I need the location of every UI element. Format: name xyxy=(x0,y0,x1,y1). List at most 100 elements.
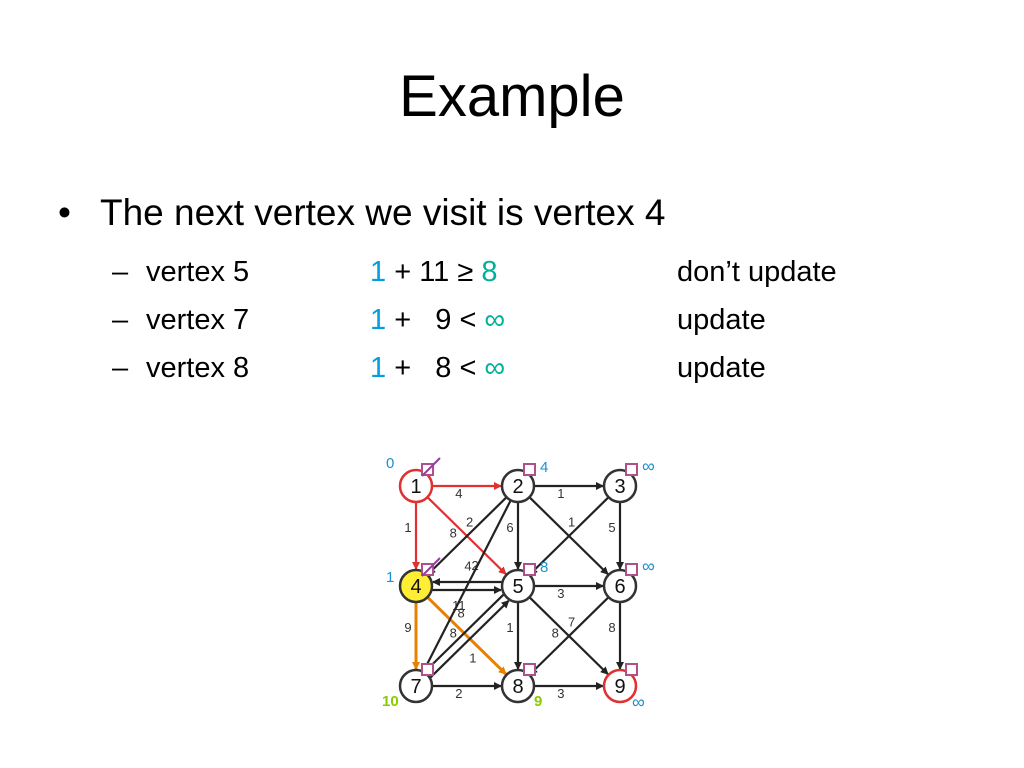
status-box xyxy=(421,663,434,676)
edge-weight-label: 8 xyxy=(450,526,457,541)
edge-6-9: 8 xyxy=(608,602,624,670)
distance-label: 0 xyxy=(386,455,394,472)
node-label: 5 xyxy=(512,576,523,598)
edge-2-3: 1 xyxy=(534,482,604,501)
row-dash: – xyxy=(112,304,129,336)
row-dash: – xyxy=(112,352,129,384)
visited-check-icon xyxy=(421,457,441,477)
distance-label: 4 xyxy=(540,459,548,476)
row-term-a: 1 xyxy=(370,304,387,336)
edge-3-6: 5 xyxy=(608,502,624,570)
node-label: 4 xyxy=(410,576,421,598)
edge-4-5: 11 xyxy=(432,586,502,613)
edge-weight-label: 8 xyxy=(450,626,457,641)
row-vertex-label: vertex 8 xyxy=(146,352,250,384)
row-expression: 1 + 9 < ∞ xyxy=(370,303,505,337)
row-term-b: ∞ xyxy=(484,352,506,384)
distance-label: 1 xyxy=(386,569,394,586)
row-vertex-8: – vertex 8 1 + 8 < ∞ update xyxy=(112,351,992,385)
edge-weight-label: 8 xyxy=(458,606,465,621)
edge-weight-label: 2 xyxy=(466,514,473,529)
edge-7-8: 2 xyxy=(432,682,502,701)
edge-5-8: 1 xyxy=(506,602,522,670)
row-term-b: 8 xyxy=(481,256,498,288)
edge-weight-label: 6 xyxy=(506,520,513,535)
edge-weight-label: 4 xyxy=(455,486,462,501)
row-vertex-label: vertex 7 xyxy=(146,304,250,336)
edge-weight-label: 1 xyxy=(568,514,575,529)
edge-weight-label: 1 xyxy=(557,486,564,501)
row-action: update xyxy=(677,352,766,384)
edge-weight-label: 8 xyxy=(552,626,559,641)
edge-5-6: 3 xyxy=(534,582,604,601)
node-label: 1 xyxy=(410,476,421,498)
edge-weight-label: 1 xyxy=(506,620,513,635)
row-action: update xyxy=(677,304,766,336)
row-operator: + 8 < xyxy=(386,352,485,384)
row-operator: + 9 < xyxy=(386,304,485,336)
row-expression: 1 + 8 < ∞ xyxy=(370,351,505,385)
status-box xyxy=(625,563,638,576)
row-expression: 1 + 11 ≥ 8 xyxy=(370,255,497,289)
node-4: 41 xyxy=(386,557,441,604)
node-label: 9 xyxy=(614,676,625,698)
node-6: 6∞ xyxy=(602,556,655,604)
bullet-text: The next vertex we visit is vertex 4 xyxy=(100,192,666,233)
edge-weight-label: 3 xyxy=(557,686,564,701)
edge-1-2: 4 xyxy=(432,482,502,501)
status-box xyxy=(523,463,536,476)
distance-label: ∞ xyxy=(632,692,645,712)
distance-label: 8 xyxy=(540,559,548,576)
status-box xyxy=(625,463,638,476)
row-term-a: 1 xyxy=(370,256,387,288)
edge-2-5: 6 xyxy=(506,502,522,570)
row-action: don’t update xyxy=(677,256,837,288)
node-9: 9∞ xyxy=(602,663,645,712)
node-2: 24 xyxy=(500,459,548,504)
edge-2-7: 4 xyxy=(422,499,512,672)
edge-4-7: 9 xyxy=(404,602,420,670)
node-label: 3 xyxy=(614,476,625,498)
edge-4-8: 8 xyxy=(426,596,507,676)
slide-title: Example xyxy=(399,64,625,129)
status-box xyxy=(523,663,536,676)
node-label: 8 xyxy=(512,676,523,698)
distance-label: ∞ xyxy=(642,456,655,476)
edge-1-4: 1 xyxy=(404,502,420,570)
visited-check-icon xyxy=(421,557,441,577)
edge-weight-label: 5 xyxy=(608,520,615,535)
node-label: 2 xyxy=(512,476,523,498)
edge-weight-label: 8 xyxy=(608,620,615,635)
row-vertex-5: – vertex 5 1 + 11 ≥ 8 don’t update xyxy=(112,255,992,289)
edge-2-4: 2 xyxy=(427,496,508,575)
bullet-marker: • xyxy=(58,192,71,233)
row-operator: + 11 ≥ xyxy=(386,256,482,288)
edge-weight-label: 3 xyxy=(557,586,564,601)
edge-weight-label: 7 xyxy=(568,614,575,629)
edge-weight-label: 2 xyxy=(472,558,479,573)
edge-weight-label: 9 xyxy=(404,620,411,635)
edge-weight-label: 2 xyxy=(455,686,462,701)
row-dash: – xyxy=(112,256,129,288)
node-5: 58 xyxy=(500,559,548,604)
edge-8-9: 3 xyxy=(534,682,604,701)
distance-label: 9 xyxy=(534,693,542,710)
edge-3-5: 1 xyxy=(529,496,610,575)
edge-6-8: 7 xyxy=(529,596,610,675)
node-8: 89 xyxy=(500,663,542,710)
edge-7-5: 1 xyxy=(429,599,510,679)
node-3: 3∞ xyxy=(602,456,655,504)
edge-5-7: 8 xyxy=(424,593,505,673)
distance-label: 10 xyxy=(382,693,399,710)
node-1: 10 xyxy=(386,455,441,504)
edge-weight-label: 1 xyxy=(404,520,411,535)
node-7: 710 xyxy=(382,663,434,710)
edge-weight-label: 1 xyxy=(469,650,476,665)
edge-weight-label: 4 xyxy=(464,558,471,573)
distance-label: ∞ xyxy=(642,556,655,576)
bullet-main: • The next vertex we visit is vertex 4 xyxy=(58,190,665,236)
row-term-b: ∞ xyxy=(484,304,506,336)
node-label: 6 xyxy=(614,576,625,598)
row-vertex-7: – vertex 7 1 + 9 < ∞ update xyxy=(112,303,992,337)
